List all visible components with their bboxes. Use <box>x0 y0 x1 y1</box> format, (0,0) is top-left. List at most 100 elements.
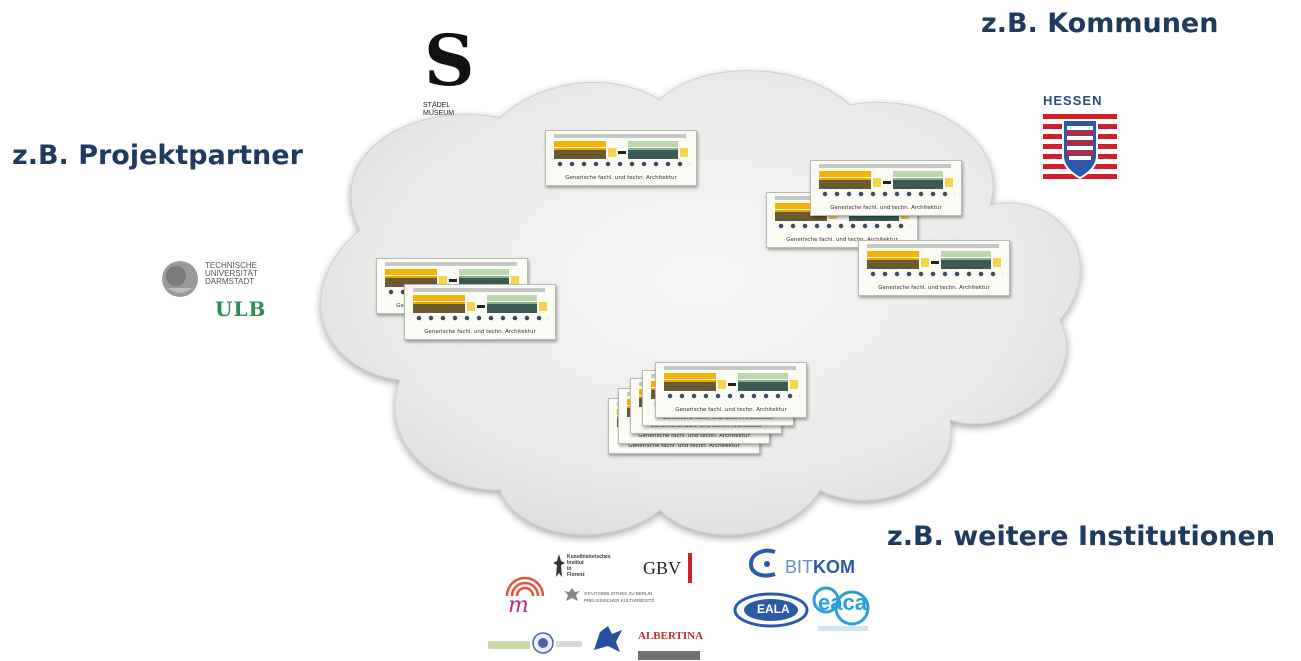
card-left-header <box>664 373 716 379</box>
card-right-block <box>487 302 537 313</box>
card-caption: Generische fachl. und techn. Architektur <box>650 423 762 429</box>
athena-head-icon <box>162 261 198 297</box>
card-left-block <box>385 276 437 287</box>
staatsbib-line2: PREUSSISCHER KULTURBESITZ <box>584 598 655 603</box>
ulb-logo-text: ULB <box>215 297 267 321</box>
card-caption: Generische fachl. und techn. Architektur <box>638 433 750 439</box>
card-node-row <box>413 315 549 321</box>
bitkom-logo-text: BITKOM <box>785 557 855 578</box>
card-right-block <box>738 380 788 391</box>
card-right-block <box>628 148 678 159</box>
card-connector-dash <box>883 181 891 184</box>
card-left-header <box>775 203 827 209</box>
architecture-card: Generische fachl. und techn. Architektur <box>858 240 1010 296</box>
hessen-logo-text: HESSEN <box>1043 93 1103 108</box>
small-logo-left <box>488 641 530 649</box>
card-left-block <box>867 258 919 269</box>
kunsthist-line2: Institut <box>567 560 584 566</box>
card-node-row <box>819 191 955 197</box>
seal-icon <box>532 632 554 654</box>
label-projektpartner: z.B. Projektpartner <box>12 140 303 171</box>
architecture-card: Generische fachl. und techn. Architektur <box>404 284 556 340</box>
card-top-bar <box>664 366 796 370</box>
hessen-coat-of-arms-icon <box>1043 112 1117 186</box>
card-connector-dash <box>728 383 736 386</box>
card-left-header <box>385 269 437 275</box>
card-left-marker <box>608 148 616 157</box>
card-right-marker <box>539 302 547 311</box>
architecture-card: Generische fachl. und techn. Architektur <box>655 362 807 418</box>
card-caption: Generische fachl. und techn. Architektur <box>424 329 536 335</box>
eala-ellipse-icon <box>733 592 809 628</box>
card-right-marker <box>790 380 798 389</box>
bitkom-prefix: BIT <box>785 557 814 577</box>
m-natur-logo-icon: m <box>505 576 545 618</box>
card-node-row <box>664 393 800 399</box>
eaca-bubble-icon <box>812 586 870 626</box>
card-top-bar <box>385 262 517 266</box>
staedel-logo-text: STÄDEL MUSEUM <box>423 102 454 118</box>
staedel-logo-letter: S <box>424 19 475 102</box>
card-caption: Generische fachl. und techn. Architektur <box>628 443 740 449</box>
bitkom-swirl-icon <box>748 548 776 578</box>
card-right-block <box>893 178 943 189</box>
label-kommunen: z.B. Kommunen <box>981 8 1219 39</box>
kunsthist-line3: in <box>567 566 572 572</box>
card-connector-dash <box>618 151 626 154</box>
card-top-bar <box>554 134 686 138</box>
card-left-marker <box>921 258 929 267</box>
staatsbib-line1: STAATSBIBLIOTHEK ZU BERLIN <box>584 591 653 596</box>
card-right-header <box>487 295 537 301</box>
card-right-marker <box>945 178 953 187</box>
card-left-marker <box>439 276 447 285</box>
griffin-logo-icon <box>594 626 622 652</box>
card-caption: Generische fachl. und techn. Architektur <box>662 415 774 421</box>
card-left-marker <box>873 178 881 187</box>
card-left-marker <box>718 380 726 389</box>
albertina-bar <box>638 651 700 660</box>
card-caption: Generische fachl. und techn. Architektur <box>565 175 677 181</box>
bitkom-suffix: KOM <box>813 557 856 577</box>
kunsthistorisches-lily-icon <box>553 554 565 577</box>
card-caption: Generische fachl. und techn. Architektur <box>830 205 942 211</box>
eaca-subtext-strip <box>818 626 868 631</box>
staatsbibliothek-eagle-icon <box>564 588 580 601</box>
tud-line2: UNIVERSITÄT <box>205 269 258 278</box>
card-right-marker <box>511 276 519 285</box>
card-right-header <box>738 373 788 379</box>
card-left-header <box>554 141 606 147</box>
architecture-card: Generische fachl. und techn. Architektur <box>810 160 962 216</box>
architecture-card: Generische fachl. und techn. Architektur <box>545 130 697 186</box>
staedel-line1: STÄDEL <box>423 102 451 109</box>
gbv-red-bar <box>688 553 692 583</box>
label-weitere-institutionen: z.B. weitere Institutionen <box>887 521 1276 552</box>
card-right-header <box>941 251 991 257</box>
card-caption: Generische fachl. und techn. Architektur <box>786 237 898 243</box>
card-left-block <box>554 148 606 159</box>
card-right-header <box>459 269 509 275</box>
staatsbibliothek-logo-text: STAATSBIBLIOTHEK ZU BERLIN PREUSSISCHER … <box>584 590 654 604</box>
tud-line3: DARMSTADT <box>205 277 255 286</box>
card-top-bar <box>413 288 545 292</box>
card-right-block <box>459 276 509 287</box>
card-left-block <box>413 302 465 313</box>
card-right-header <box>893 171 943 177</box>
staedel-line2: MUSEUM <box>423 110 455 117</box>
small-logo-text-strip <box>556 641 582 647</box>
kunsthistorisches-logo-text: Kunsthistorisches Institut in Florenz <box>567 554 611 578</box>
kunsthist-line1: Kunsthistorisches <box>567 554 611 560</box>
albertina-logo-text: ALBERTINA <box>638 630 704 642</box>
card-left-header <box>867 251 919 257</box>
gbv-logo-text: GBV <box>643 558 682 578</box>
card-caption: Generische fachl. und techn. Architektur <box>878 285 990 291</box>
card-left-block <box>775 210 827 221</box>
card-left-header <box>819 171 871 177</box>
card-node-row <box>775 223 911 229</box>
card-left-block <box>664 380 716 391</box>
card-right-marker <box>680 148 688 157</box>
tud-line1: TECHNISCHE <box>205 261 258 270</box>
card-right-block <box>941 258 991 269</box>
card-right-header <box>628 141 678 147</box>
card-right-marker <box>993 258 1001 267</box>
card-left-header <box>413 295 465 301</box>
